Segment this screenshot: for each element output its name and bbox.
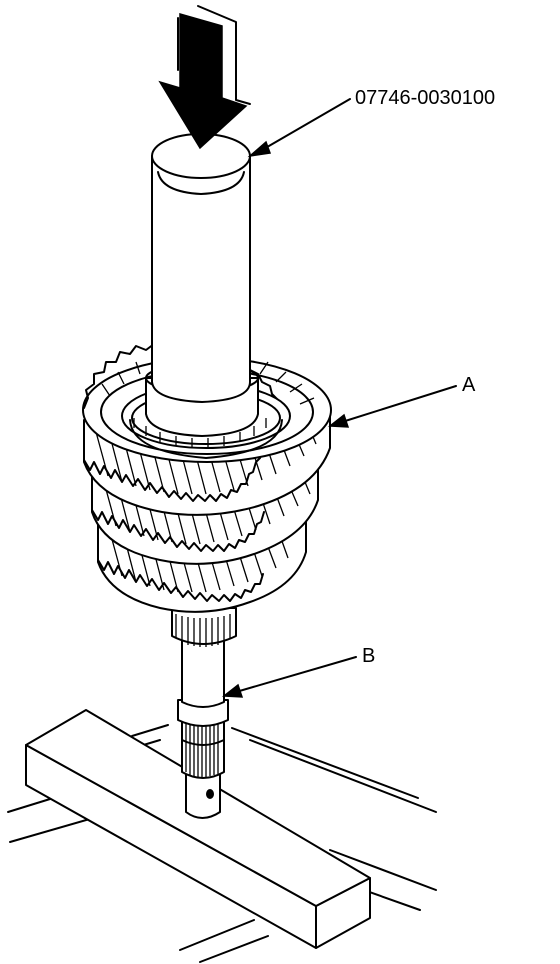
lower-gear-helical-teeth bbox=[109, 529, 289, 593]
press-tool bbox=[145, 133, 259, 437]
tool-number-label: 07746-0030100 bbox=[355, 87, 496, 109]
mainshaft bbox=[171, 607, 237, 819]
part-b-label: B bbox=[362, 645, 376, 667]
leader-lines bbox=[221, 98, 457, 698]
support-rails bbox=[7, 724, 437, 963]
shaft-splines bbox=[185, 716, 219, 777]
press-force-arrow-icon bbox=[158, 5, 251, 150]
part-a-label: A bbox=[462, 374, 476, 396]
